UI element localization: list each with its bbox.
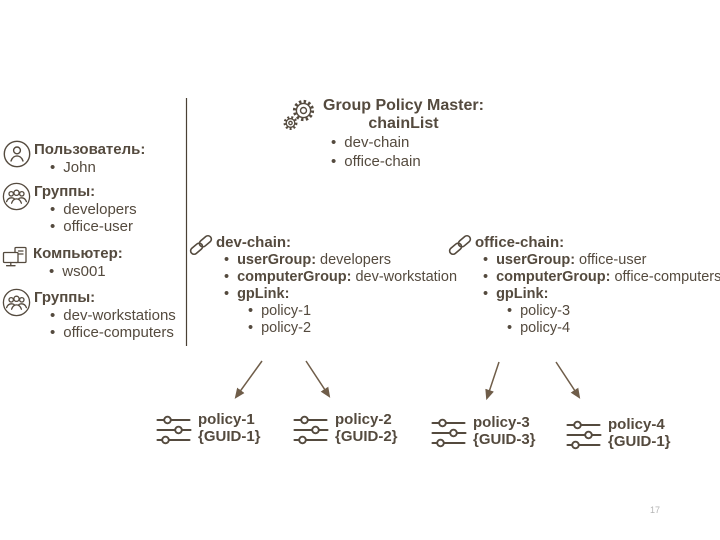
list-item: office-chain	[323, 153, 484, 171]
sliders-icon	[156, 414, 192, 446]
policy-item: policy-4 {GUID-1}	[566, 416, 671, 451]
section-label: Группы:	[34, 183, 96, 200]
policy-name: policy-1	[198, 411, 255, 428]
property-key: gpLink:	[237, 286, 290, 302]
dev-chain-block: dev-chain: userGroup:developers computer…	[188, 234, 457, 337]
arrow-office-policy4	[555, 361, 581, 399]
policy-name: policy-3	[473, 414, 530, 431]
policy-name: policy-4	[608, 416, 665, 433]
chain-property: userGroup:office-user	[475, 252, 720, 269]
chain-property: gpLink:	[475, 286, 720, 303]
computer-icon	[2, 244, 30, 272]
sliders-icon	[293, 414, 329, 446]
policy-name: policy-2	[335, 411, 392, 428]
gplink-item: policy-2	[216, 320, 457, 337]
property-key: userGroup:	[496, 252, 576, 268]
page-number: 17	[650, 505, 661, 515]
property-key: gpLink:	[496, 286, 549, 302]
master-block: Group Policy Master: chainList dev-chain…	[281, 97, 484, 170]
chain-link-icon	[188, 232, 214, 258]
chain-property: computerGroup:office-computers	[475, 269, 720, 286]
computer-section: Компьютер: ws001	[2, 244, 123, 280]
chain-link-icon	[447, 232, 473, 258]
list-item: dev-chain	[323, 134, 484, 152]
policy-guid: {GUID-1}	[198, 428, 261, 445]
policy-item: policy-1 {GUID-1}	[156, 411, 261, 446]
gplink-item: policy-4	[475, 320, 720, 337]
section-label: Группы:	[34, 289, 96, 306]
user-section: Пользователь: John	[3, 140, 145, 176]
policy-guid: {GUID-3}	[473, 431, 536, 448]
chain-title: dev-chain:	[216, 234, 292, 251]
list-item: developers	[34, 201, 136, 218]
policy-guid: {GUID-2}	[335, 428, 398, 445]
arrow-office-policy3	[485, 361, 500, 401]
office-chain-block: office-chain: userGroup:office-user comp…	[447, 234, 720, 337]
chain-title: office-chain:	[475, 234, 565, 251]
property-key: computerGroup:	[496, 269, 611, 285]
property-value: developers	[320, 252, 391, 268]
user-icon	[3, 140, 31, 168]
computer-groups-section: Группы: dev-workstations office-computer…	[2, 288, 176, 341]
gplink-item: policy-3	[475, 303, 720, 320]
sliders-icon	[431, 417, 467, 449]
list-item: dev-workstations	[34, 307, 176, 324]
arrow-dev-policy1	[234, 360, 263, 399]
users-icon	[2, 182, 31, 211]
chain-property: computerGroup:dev-workstation	[216, 269, 457, 286]
master-subtitle: chainList	[368, 115, 439, 132]
gplink-item: policy-1	[216, 303, 457, 320]
gears-icon	[281, 98, 317, 132]
list-item: office-computers	[34, 324, 176, 341]
list-item: ws001	[33, 263, 123, 280]
policy-item: policy-2 {GUID-2}	[293, 411, 398, 446]
policy-item: policy-3 {GUID-3}	[431, 414, 536, 449]
chain-property: userGroup:developers	[216, 252, 457, 269]
sliders-icon	[566, 419, 602, 451]
arrow-dev-policy2	[305, 360, 331, 398]
property-value: dev-workstation	[355, 269, 458, 285]
list-item: John	[34, 159, 145, 176]
list-item: office-user	[34, 218, 137, 235]
users-icon	[2, 288, 31, 317]
user-groups-section: Группы: developers office-user	[2, 182, 137, 235]
section-label: Пользователь:	[34, 141, 146, 158]
property-value: office-user	[579, 252, 647, 268]
property-key: computerGroup:	[237, 269, 352, 285]
master-title: Group Policy Master:	[323, 97, 484, 114]
property-value: office-computers	[614, 269, 720, 285]
section-label: Компьютер:	[33, 245, 123, 262]
policy-guid: {GUID-1}	[608, 433, 671, 450]
chain-property: gpLink:	[216, 286, 457, 303]
property-key: userGroup:	[237, 252, 317, 268]
